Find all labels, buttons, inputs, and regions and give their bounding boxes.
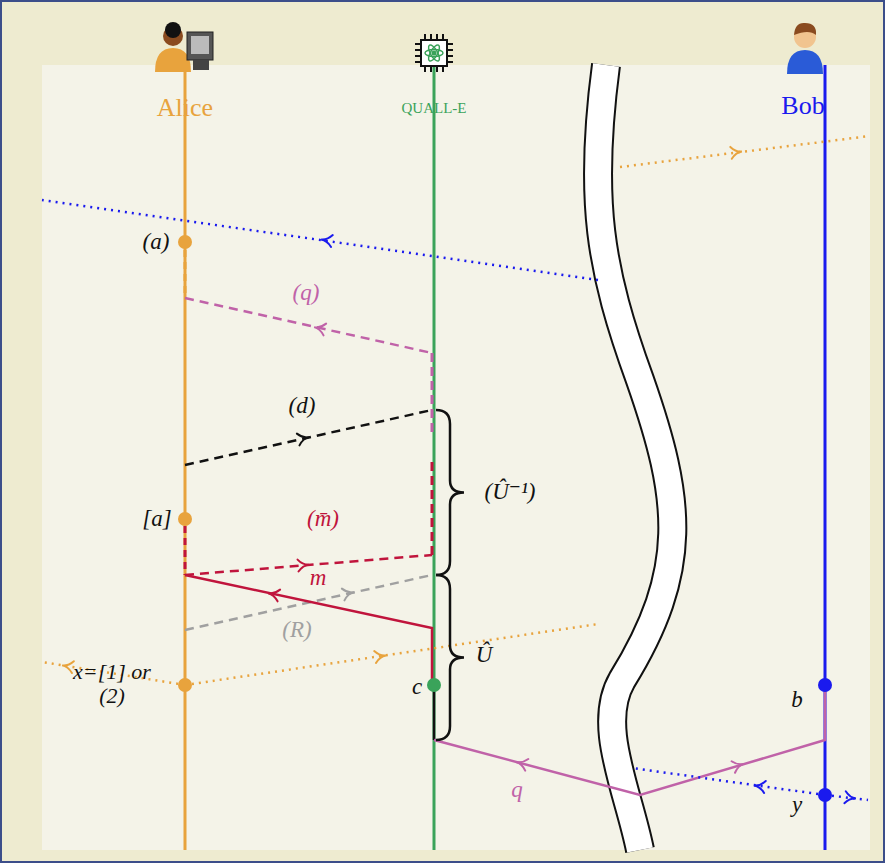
- arrowhead: [61, 659, 74, 673]
- atom-orbit: [426, 43, 441, 62]
- chip-pin: [415, 34, 453, 72]
- arrowhead: [320, 233, 333, 246]
- operator-label: (Û⁻¹): [485, 479, 536, 504]
- arrowhead: [730, 146, 742, 159]
- chip-pin: [415, 34, 453, 72]
- arrowhead: [844, 791, 856, 804]
- signal-label: (m̄): [307, 506, 339, 531]
- stand: [193, 60, 209, 70]
- atom-orbit: [425, 50, 443, 57]
- atom: [432, 51, 437, 56]
- signal-dotted: [620, 136, 870, 167]
- dashed-signal: [185, 298, 432, 353]
- dashed-segment: [184, 250, 187, 298]
- arrowhead: [342, 586, 355, 600]
- chip-icon: [415, 34, 453, 72]
- arrowhead: [374, 649, 387, 662]
- event-dot: [427, 678, 441, 692]
- signal-dotted: [42, 200, 598, 280]
- curly-brace: [436, 575, 464, 740]
- atom-orbit: [426, 43, 441, 62]
- participant-name: Bob: [781, 92, 824, 121]
- event-label: c: [412, 674, 422, 699]
- signal-label: (d): [289, 393, 316, 418]
- alice-worldline: [184, 65, 187, 850]
- hair: [165, 22, 181, 38]
- event-label: y: [792, 792, 802, 817]
- message-line: [185, 575, 432, 685]
- wavy-gap-outline: [598, 65, 672, 850]
- arrowhead: [267, 587, 280, 601]
- signal-label: (q): [293, 280, 320, 305]
- arrowhead: [515, 756, 529, 770]
- participant-name: QUALL-E: [402, 100, 467, 117]
- event-label: b: [791, 687, 803, 712]
- body: [787, 50, 823, 74]
- event-label: [a]: [142, 506, 171, 531]
- arrowhead: [732, 758, 746, 773]
- arrowhead: [313, 321, 326, 335]
- arrowhead: [298, 559, 310, 572]
- qualle-worldline: [433, 65, 436, 850]
- chip-body: [421, 40, 447, 66]
- dashed-segment: [184, 526, 187, 575]
- arrowhead: [297, 431, 310, 445]
- inner-panel: [42, 65, 870, 850]
- event-dot: [178, 678, 192, 692]
- chip-pin: [415, 34, 453, 72]
- wavy-gap: [598, 65, 672, 850]
- signal-dotted: [185, 624, 598, 685]
- arrowhead: [753, 780, 766, 793]
- operator-label: Û: [476, 642, 493, 667]
- event-dot: [178, 235, 192, 249]
- monitor: [187, 32, 213, 60]
- dashed-segment: [431, 462, 434, 555]
- event-dot: [178, 512, 192, 526]
- signal-dotted: [632, 768, 825, 795]
- dashed-signal: [185, 555, 432, 575]
- event-label: x=[1] or (2): [73, 660, 151, 708]
- screen: [191, 36, 209, 54]
- qubit-line: [434, 688, 825, 795]
- chip-pin: [415, 34, 453, 72]
- event-label: (a): [143, 229, 170, 254]
- signal-label: (R): [282, 617, 311, 642]
- participant-name: Alice: [157, 94, 213, 123]
- curly-brace: [436, 410, 464, 575]
- dashed-segment: [431, 353, 434, 432]
- hair: [794, 23, 816, 35]
- event-dot: [818, 678, 832, 692]
- event-dot: [818, 788, 832, 802]
- body: [155, 48, 191, 72]
- signal-label: m: [310, 565, 327, 590]
- alice-icon: [155, 22, 213, 72]
- bob-icon: [787, 23, 823, 74]
- worldline-segment: [433, 690, 436, 740]
- signal-label: q: [511, 777, 523, 802]
